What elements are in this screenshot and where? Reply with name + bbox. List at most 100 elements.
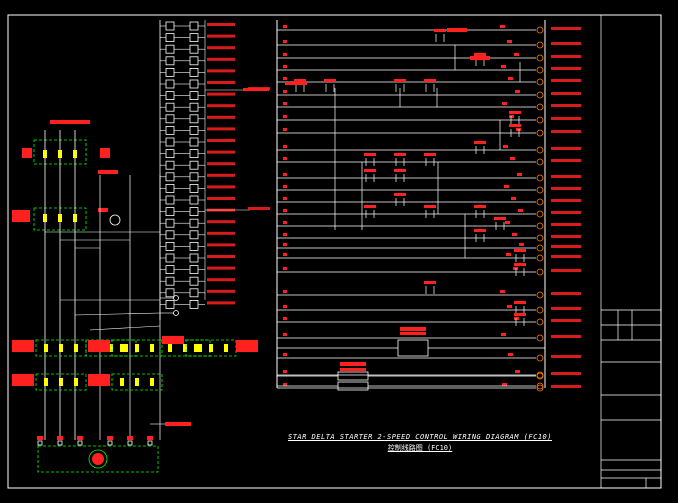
overload-enclosure [111,373,163,391]
terminal-box [165,44,175,54]
coil-symbol [536,268,544,276]
coil-symbol [536,318,544,326]
terminal-box [189,160,199,170]
wire-number [508,353,513,356]
rung-label [551,104,581,107]
wire-number [514,317,519,320]
terminal-box [165,160,175,170]
contact-label [364,205,376,208]
terminal-box [165,230,175,240]
wire-number [283,290,287,293]
wire-number [501,333,506,336]
motor-terminal [147,440,153,446]
control-ladder [243,20,581,392]
wire-number [283,77,287,80]
terminal-label [207,46,235,50]
terminal-box [189,288,199,298]
timer-label [400,327,426,331]
contact-pole [198,344,202,352]
coil-symbol [536,66,544,74]
terminal-box [165,149,175,159]
coil-symbol [536,198,544,206]
power-circuit [12,120,258,473]
contact-label [294,79,306,82]
rung-label [551,255,581,258]
wire-number [508,77,513,80]
wire-number [505,221,510,224]
contact-label [424,281,436,284]
isolator-label [50,120,90,124]
terminal-label [207,173,235,177]
terminal-label [207,104,235,108]
contact-label [434,29,446,32]
contact-label [364,169,376,172]
terminal-label [207,185,235,189]
meter-label [98,208,108,212]
terminal-box [165,241,175,251]
rung-label [551,335,581,338]
terminal-box [165,276,175,286]
motor-terminal [37,440,43,446]
terminal-box [189,253,199,263]
contact-pole [194,344,198,352]
coil-symbol [536,186,544,194]
fuse-label [285,82,307,85]
wire-number [283,145,287,148]
contact-label [474,53,486,56]
contact-label [474,229,486,232]
overload-element [120,378,124,386]
wire-number [283,267,287,270]
relay-label [340,368,366,371]
coil-symbol [536,129,544,137]
rung-label [551,245,581,248]
wire-number [515,370,520,373]
contact-label [474,205,486,208]
wire-number [515,90,520,93]
breaker-pole [58,214,62,222]
terminal-box [165,207,175,217]
terminal-box [189,172,199,182]
terminal-box [165,172,175,182]
terminal-box [189,33,199,42]
wire-number [519,243,524,246]
overload-element [150,378,154,386]
terminal-box [189,91,199,100]
terminal-box [189,137,199,147]
rung-label [551,117,581,120]
isolator-tag [100,148,110,158]
contact-label [364,153,376,156]
coil-symbol [536,244,544,252]
terminal-label [207,266,235,270]
contact-label [424,153,436,156]
terminal-box [189,79,199,89]
coil-symbol [536,174,544,182]
wire-number [283,370,287,373]
coil-symbol [536,26,544,34]
terminal-label [207,255,235,258]
terminal-box [189,102,199,112]
drawing-border [7,14,662,489]
wire-number [283,115,287,118]
overload-element [44,378,48,386]
terminal-box [189,183,199,193]
terminal-box [165,56,175,66]
wire-number [512,233,517,236]
wire-number [283,157,287,160]
contact-pole [168,344,172,352]
lamp-symbol [173,295,179,301]
terminal-box [189,126,199,135]
terminal-label [207,23,235,26]
rung-label [551,147,581,150]
contact-pole [120,344,124,352]
rung-label [551,223,581,226]
cable-label [248,207,270,210]
relay-contact [337,371,369,381]
terminal-box [165,33,175,42]
wire-number [283,353,287,356]
overload-enclosure [35,373,87,391]
wire-number [510,157,515,160]
wire-number [501,65,506,68]
wire-number [283,305,287,308]
terminal-box [189,218,199,228]
